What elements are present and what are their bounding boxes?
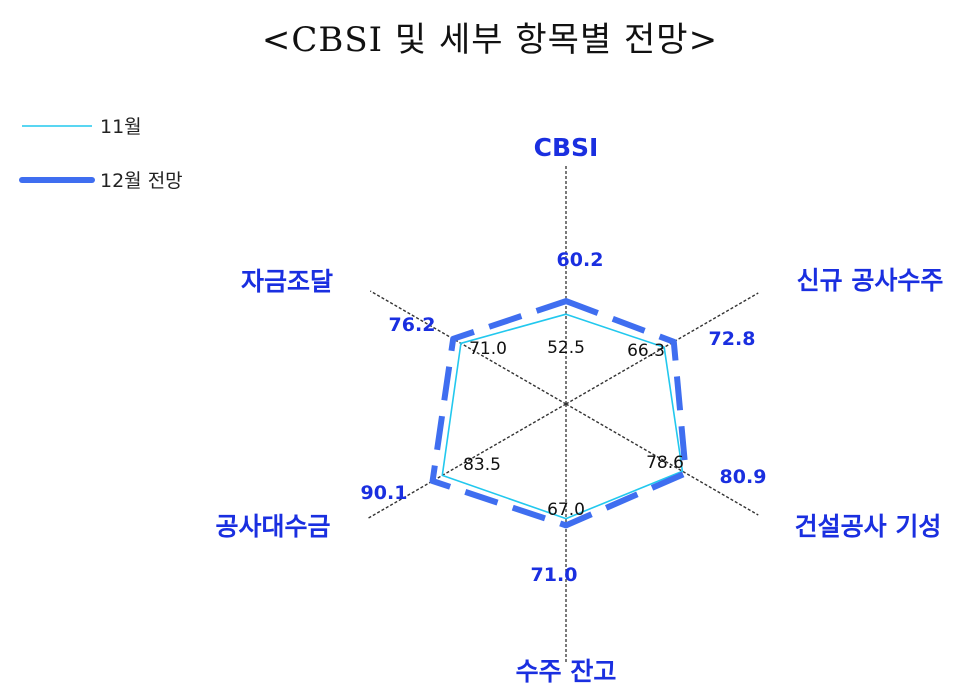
- data-label-prev-5: 71.0: [469, 339, 507, 359]
- axis-label-4: 공사대수금: [215, 512, 330, 541]
- value-labels: 52.5 66.3 78.6 67.0 83.5 71.0 60.2 72.8 80.9 71.0…: [361, 249, 767, 586]
- axis-label-0: CBSI: [534, 133, 599, 162]
- data-label-cur-0: 60.2: [557, 249, 604, 271]
- axis-line-1: [565, 292, 759, 405]
- data-label-prev-4: 83.5: [463, 455, 501, 475]
- data-label-cur-5: 76.2: [389, 314, 436, 336]
- series-line-1: [429, 298, 689, 529]
- axis-label-5: 자금조달: [241, 267, 333, 296]
- legend-label-0: 11월: [100, 116, 142, 138]
- legend-label-1: 12월 전망: [100, 170, 183, 192]
- legend: 11월 12월 전망: [19, 116, 183, 192]
- data-label-cur-3: 71.0: [531, 564, 578, 586]
- data-label-cur-1: 72.8: [709, 328, 756, 350]
- axis-line-5: [369, 290, 567, 405]
- data-label-cur-4: 90.1: [361, 482, 408, 504]
- data-label-cur-2: 80.9: [720, 466, 767, 488]
- chart-title: <CBSI 및 세부 항목별 전망>: [261, 20, 719, 60]
- axis-line-2: [565, 403, 759, 516]
- axis-label-2: 건설공사 기성: [795, 512, 942, 541]
- data-label-prev-3: 67.0: [547, 500, 585, 520]
- axis-label-3: 수주 잔고: [516, 657, 617, 686]
- radar-series: [429, 298, 689, 529]
- axis-label-1: 신규 공사수주: [797, 266, 944, 295]
- data-label-prev-2: 78.6: [646, 453, 684, 473]
- axis-line-4: [366, 403, 567, 520]
- data-label-prev-0: 52.5: [547, 338, 585, 358]
- radar-axes: [366, 164, 759, 664]
- data-label-prev-1: 66.3: [627, 341, 665, 361]
